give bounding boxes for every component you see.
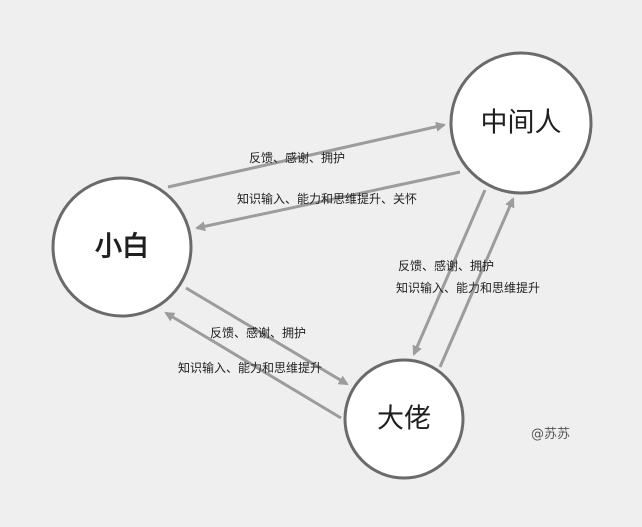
node-expert-label: 大佬 [377, 404, 431, 435]
label-expert-to-middle: 知识输入、能力和思维提升 [396, 280, 540, 295]
label-middle-to-expert: 反馈、感谢、拥护 [398, 258, 494, 273]
arrow-expert-to-middle [438, 197, 515, 368]
arrow-middle-to-expert [412, 189, 487, 356]
label-beginner-to-middle: 反馈、感谢、拥护 [249, 150, 345, 165]
arrow-expert-to-beginner [164, 311, 342, 420]
node-beginner-circle [51, 176, 193, 318]
watermark: @苏苏 [531, 426, 570, 442]
label-expert-to-beginner: 知识输入、能力和思维提升 [178, 360, 322, 375]
node-beginner-label: 小白 [95, 231, 149, 263]
node-middle: 中间人 [449, 51, 593, 195]
label-middle-to-beginner: 知识输入、能力和思维提升、关怀 [237, 191, 417, 206]
arrow-middle-to-beginner [195, 170, 461, 232]
node-expert-circle [343, 358, 465, 480]
node-middle-label: 中间人 [481, 108, 562, 139]
node-beginner: 小白 [51, 176, 193, 318]
node-expert: 大佬 [343, 358, 465, 480]
arrow-beginner-to-middle [167, 121, 446, 189]
arrow-beginner-to-expert [185, 286, 349, 386]
node-middle-circle [449, 51, 593, 195]
label-beginner-to-expert: 反馈、感谢、拥护 [210, 325, 306, 340]
